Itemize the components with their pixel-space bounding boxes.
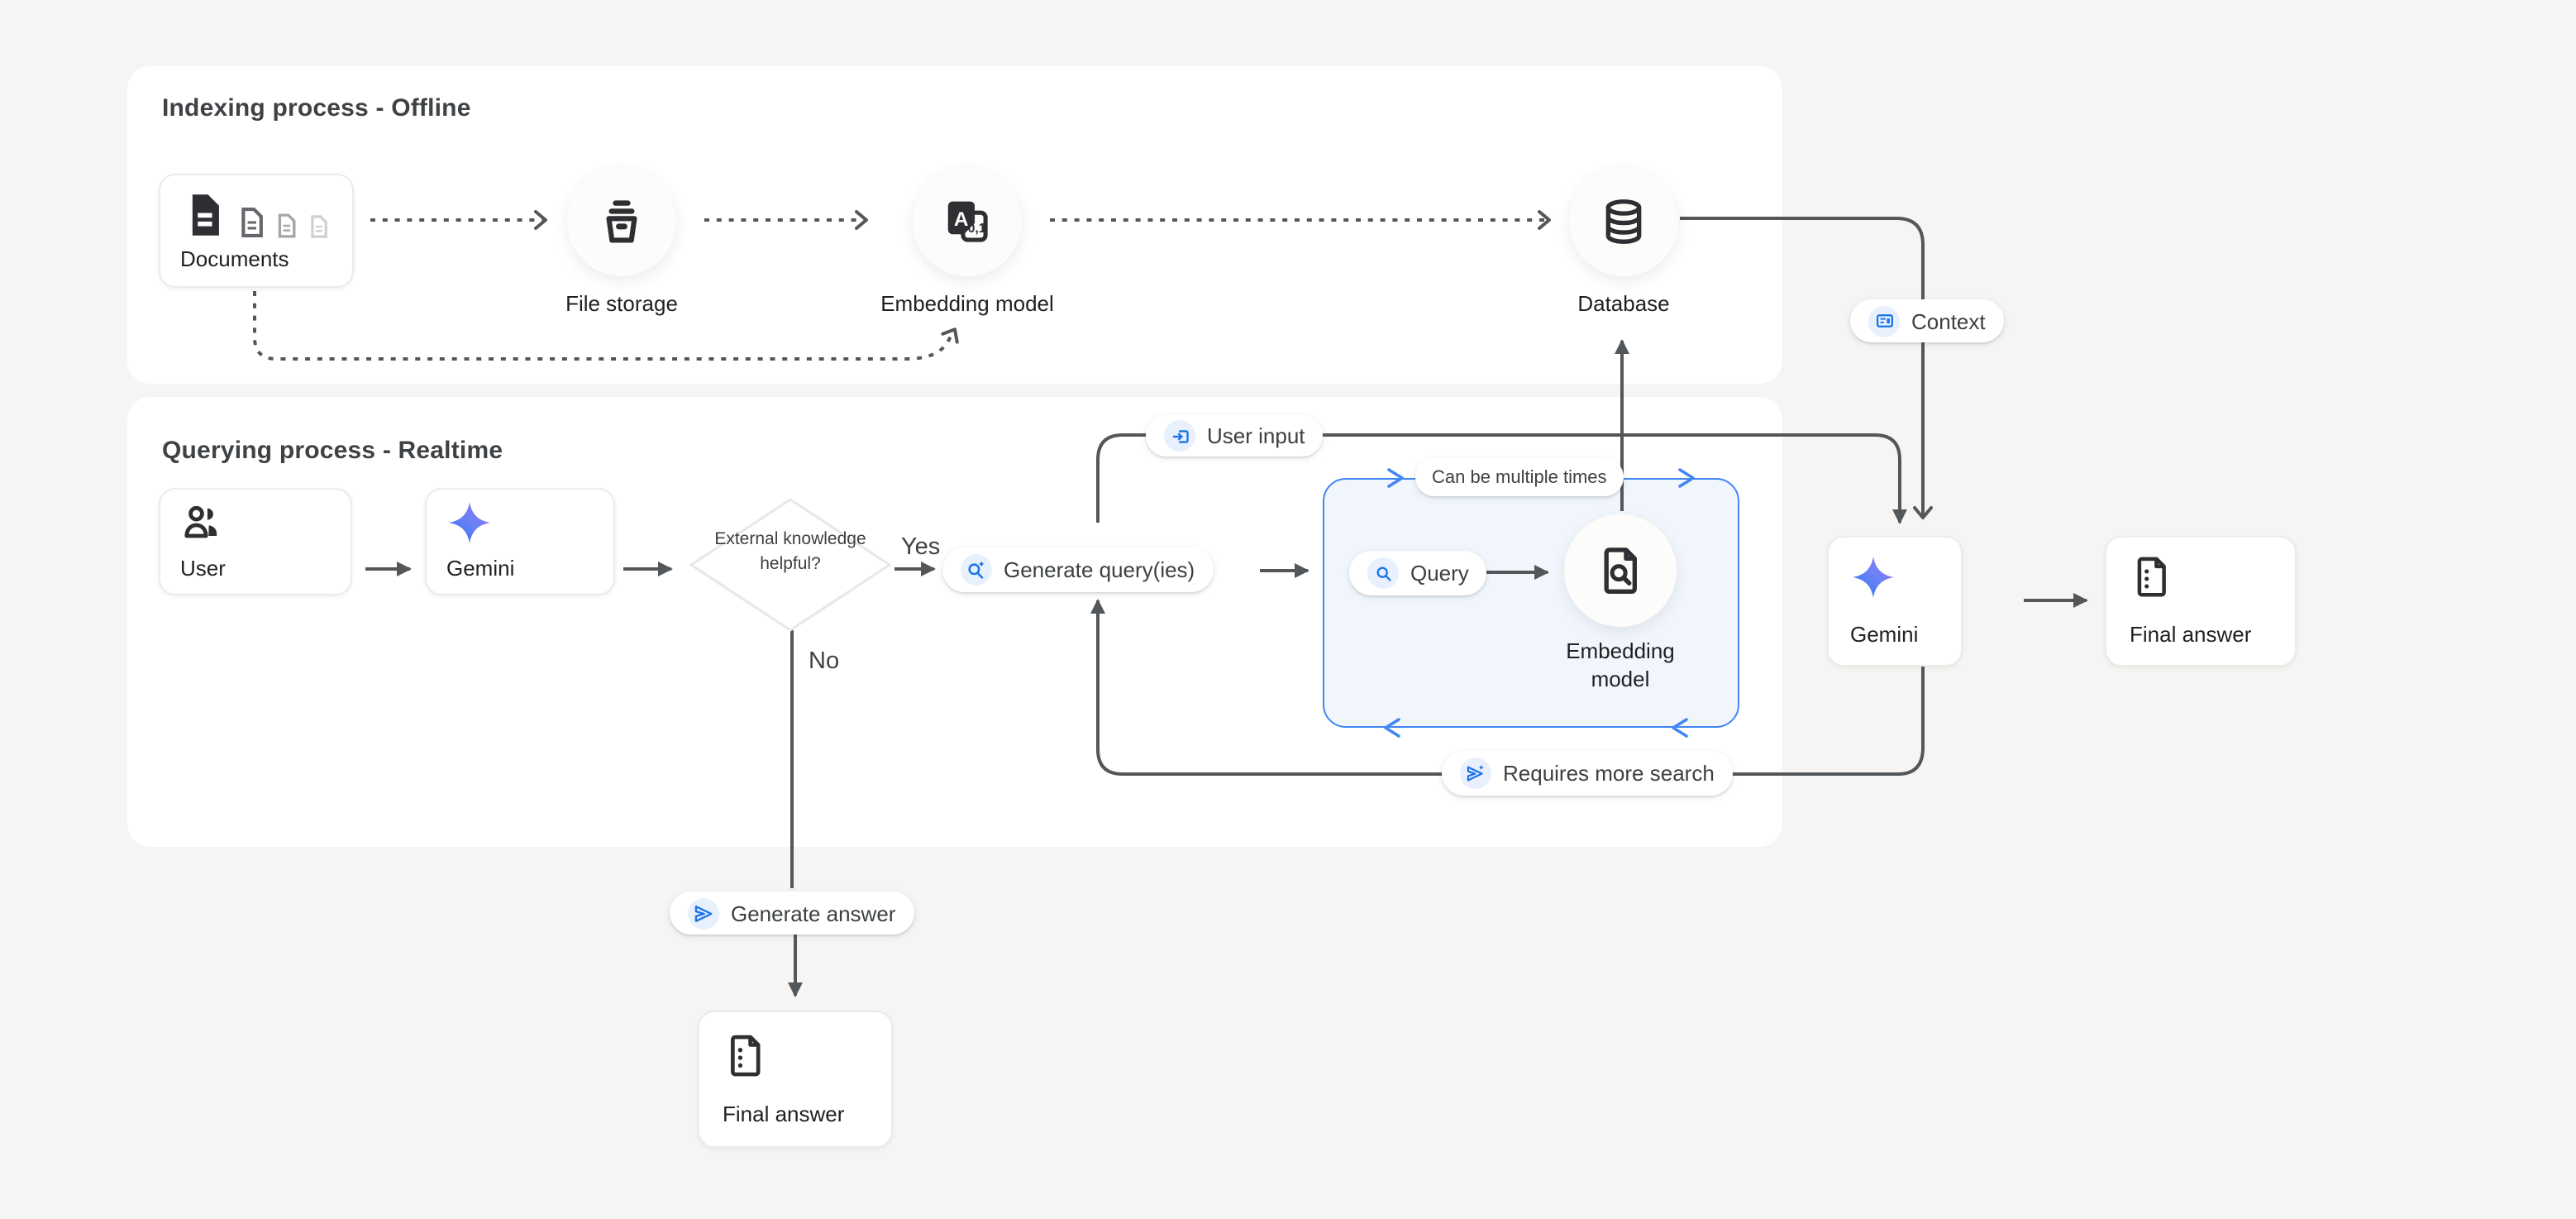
- context-article-icon: [1874, 311, 1894, 331]
- final-answer-document-icon: [723, 1032, 769, 1078]
- document-search-icon: [1594, 544, 1647, 597]
- file-storage-bucket-icon: [595, 195, 648, 248]
- embedding-model-node: A 0,1: [913, 167, 1022, 276]
- generate-queries-pill: Generate query(ies): [942, 547, 1213, 592]
- decision-text: External knowledge helpful?: [691, 528, 890, 577]
- search-spark-icon: [966, 559, 987, 581]
- loop-embedding-label: Embedding model: [1554, 637, 1686, 693]
- generate-queries-label: Generate query(ies): [1004, 557, 1195, 582]
- output-final-answer-label: Final answer: [2130, 622, 2272, 647]
- send-icon: [693, 902, 714, 924]
- embedding-icon-letter: A: [954, 208, 969, 231]
- gemini-node: Gemini: [425, 488, 615, 595]
- documents-icon-row: [180, 190, 332, 240]
- gemini-star-icon: [446, 500, 493, 546]
- database-node: [1569, 167, 1678, 276]
- search-icon: [1373, 563, 1393, 583]
- generate-queries-badge: [961, 554, 992, 586]
- requires-more-search-label: Requires more search: [1503, 761, 1715, 786]
- query-badge: [1367, 557, 1399, 589]
- file-storage-label: File storage: [506, 291, 737, 316]
- query-pill: Query: [1349, 551, 1487, 595]
- embedding-model-label: Embedding model: [852, 291, 1083, 316]
- generate-answer-pill: Generate answer: [670, 892, 914, 935]
- querying-title: Querying process - Realtime: [162, 437, 503, 465]
- document-icon: [180, 190, 229, 240]
- documents-label: Documents: [180, 246, 332, 271]
- document-icon: [274, 212, 302, 240]
- can-be-multiple-times-pill: Can be multiple times: [1415, 458, 1624, 496]
- final-answer-document-icon: [2130, 554, 2174, 599]
- no-label: No: [809, 648, 839, 675]
- final-answer-label: Final answer: [723, 1102, 868, 1126]
- indexing-title: Indexing process - Offline: [162, 94, 471, 122]
- context-pill: Context: [1850, 299, 2004, 342]
- requires-more-search-badge: [1460, 758, 1491, 789]
- document-icon: [234, 205, 269, 240]
- gemini-star-icon: [1850, 554, 1896, 600]
- user-input-pill: User input: [1146, 415, 1324, 457]
- can-be-multiple-times-label: Can be multiple times: [1432, 467, 1607, 487]
- loop-embedding-node: [1564, 514, 1677, 627]
- input-icon: [1170, 426, 1190, 446]
- documents-node: Documents: [159, 174, 354, 288]
- user-node: User: [159, 488, 352, 595]
- requires-more-search-pill: Requires more search: [1442, 751, 1733, 796]
- query-label: Query: [1410, 561, 1469, 586]
- user-label: User: [180, 556, 331, 581]
- document-icon: [306, 213, 332, 240]
- output-gemini-label: Gemini: [1850, 622, 1939, 647]
- user-input-badge: [1164, 420, 1195, 452]
- output-gemini-node: Gemini: [1827, 536, 1963, 667]
- embedding-model-icon: A 0,1: [939, 194, 995, 250]
- user-input-label: User input: [1207, 423, 1305, 448]
- final-answer-node: Final answer: [698, 1011, 893, 1148]
- yes-label: Yes: [901, 534, 940, 561]
- send-spark-icon: [1465, 762, 1486, 784]
- context-badge: [1868, 305, 1900, 337]
- output-final-answer-node: Final answer: [2105, 536, 2297, 667]
- context-label: Context: [1911, 308, 1986, 333]
- file-storage-node: [567, 167, 676, 276]
- generate-answer-badge: [688, 897, 719, 929]
- database-label: Database: [1508, 291, 1739, 316]
- database-icon: [1597, 195, 1650, 248]
- user-icon: [180, 501, 223, 544]
- generate-answer-label: Generate answer: [731, 901, 895, 925]
- gemini-label: Gemini: [446, 556, 594, 581]
- embedding-icon-numbers: 0,1: [968, 222, 986, 236]
